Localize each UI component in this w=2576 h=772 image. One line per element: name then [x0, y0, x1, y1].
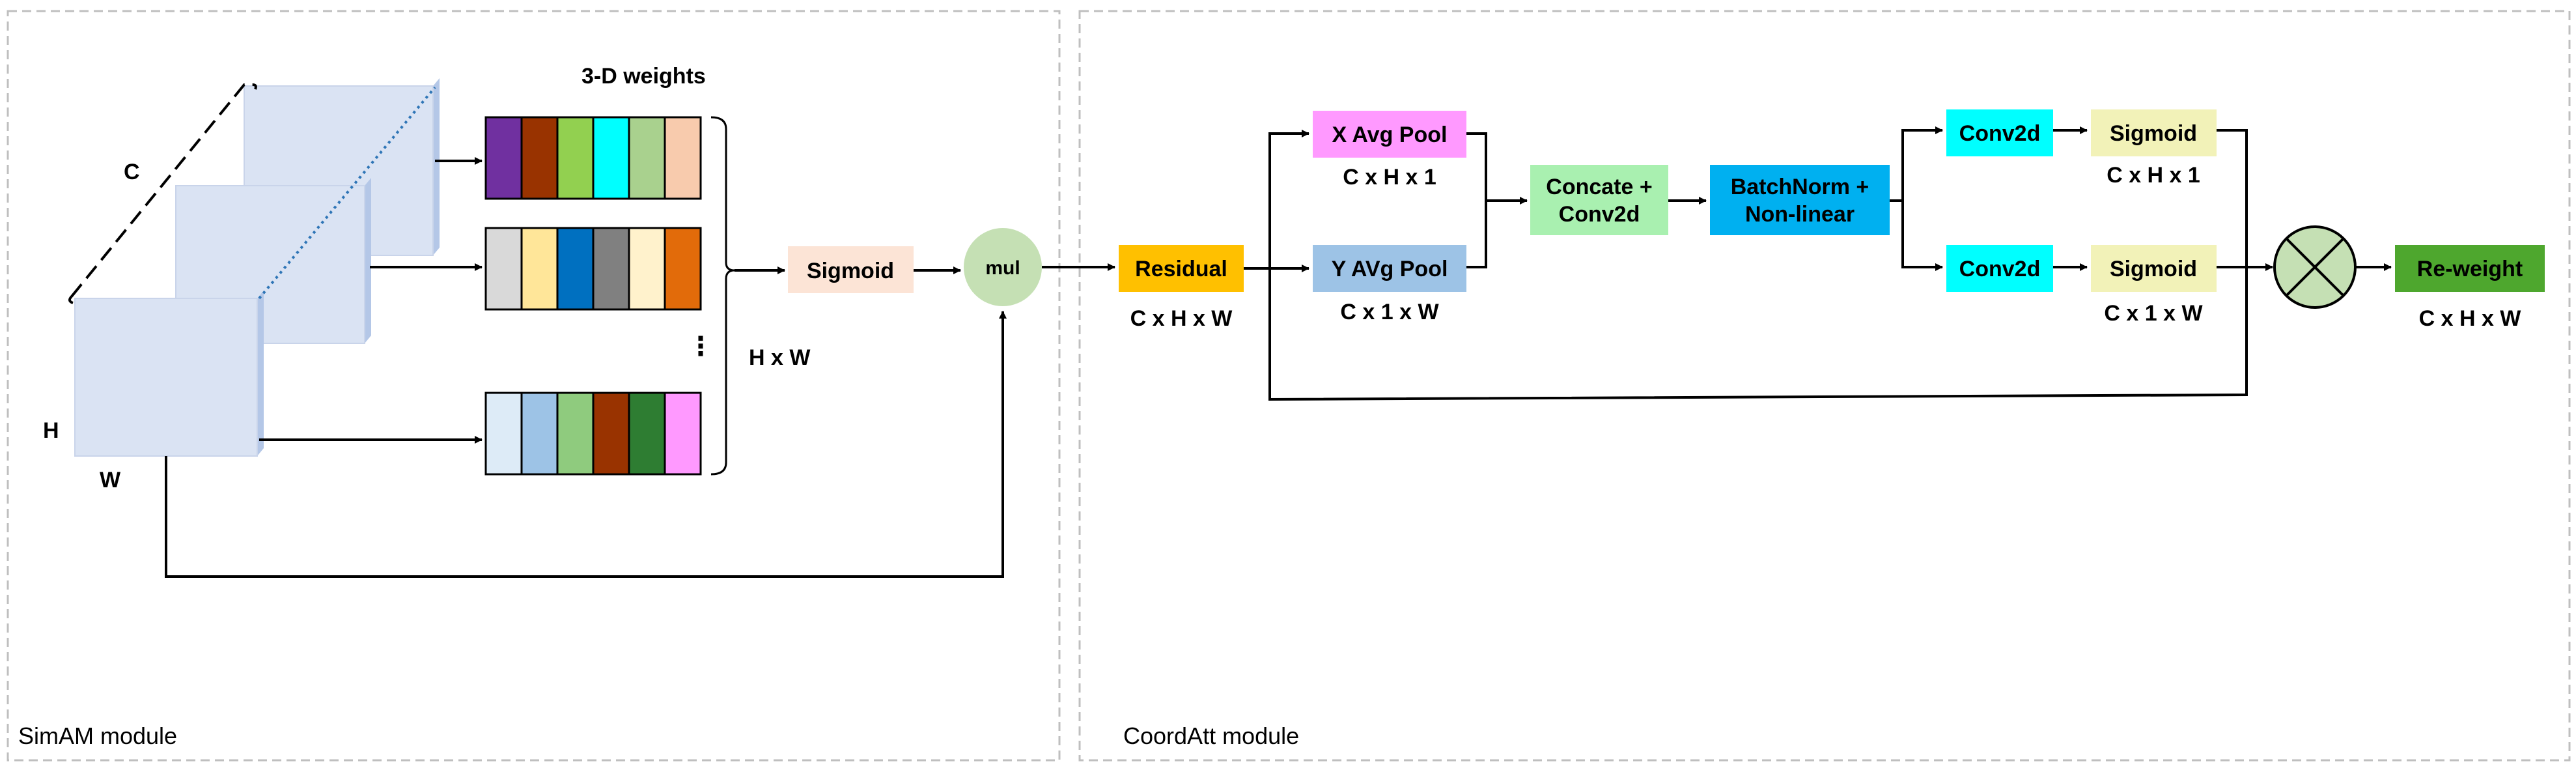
y-pool-box [1313, 245, 1466, 292]
sigmoid-top-box [2091, 109, 2217, 156]
simam-sigmoid-label: Sigmoid [807, 259, 894, 283]
batchnorm-label-line1: BatchNorm + [1731, 175, 1869, 199]
multiply-node [2273, 225, 2357, 309]
simam-skip-connection [165, 311, 1007, 578]
weight-cell [556, 116, 595, 200]
weight-cell [484, 116, 523, 200]
x-pool-dim: C x H x 1 [1343, 165, 1436, 190]
hw-label: H x W [749, 345, 811, 370]
weight-cell [592, 392, 630, 476]
weight-cell [628, 116, 666, 200]
conv-top-box [1946, 109, 2053, 156]
x-pool-box [1313, 111, 1466, 158]
weight-cell [520, 116, 559, 200]
concat-conv-box [1530, 165, 1668, 235]
weight-cell [592, 116, 630, 200]
to-conv-bottom-arrow [1901, 201, 1943, 271]
feature-map-cube [68, 78, 440, 457]
dim-w-label: W [100, 468, 121, 493]
weights-title: 3-D weights [581, 64, 706, 89]
weight-cell [628, 392, 666, 476]
concat-label-line1: Concate + [1546, 175, 1652, 199]
sigmoid-bottom-dim: C x 1 x W [2104, 301, 2203, 326]
to-x-pool-arrow [1268, 130, 1309, 268]
sigmoid-bottom-label: Sigmoid [2110, 257, 2197, 281]
conv-top-label: Conv2d [1959, 121, 2041, 146]
weight-cell [520, 227, 559, 311]
sigmoid-top-dim: C x H x 1 [2107, 163, 2200, 188]
concat-label-line2: Conv2d [1559, 202, 1640, 227]
dim-h-label: H [43, 418, 59, 443]
reweight-box [2395, 245, 2545, 292]
sigmoid-bottom-box [2091, 245, 2217, 292]
coordatt-module-label: CoordAtt module [1123, 722, 1299, 749]
weight-cell [664, 227, 702, 311]
simam-module-label: SimAM module [18, 722, 177, 749]
simam-panel [7, 10, 1061, 762]
sigmoid-top-label: Sigmoid [2110, 121, 2197, 146]
weight-cell [556, 227, 595, 311]
weight-cell [664, 116, 702, 200]
weights-ellipsis: ⋮ [688, 332, 714, 361]
coordatt-skip-connection [1268, 268, 2248, 401]
coordatt-panel [1078, 10, 2571, 762]
weight-cell [592, 227, 630, 311]
weight-cell [520, 392, 559, 476]
to-conv-top-arrow [1901, 126, 1943, 201]
weights-row [484, 116, 702, 200]
weights-row [484, 227, 702, 311]
simam-sigmoid-box [788, 246, 914, 293]
conv-bottom-label: Conv2d [1959, 257, 2041, 281]
x-pool-label: X Avg Pool [1332, 122, 1448, 147]
sigmoid-top-to-multiply-line [2217, 129, 2248, 268]
batchnorm-label-line2: Non-linear [1745, 202, 1855, 227]
weight-cell [484, 392, 523, 476]
weight-cell [484, 227, 523, 311]
mul-node [964, 228, 1042, 306]
weights-brace [710, 116, 735, 476]
reweight-dim: C x H x W [2419, 306, 2522, 331]
weight-cell [628, 227, 666, 311]
mul-label: mul [985, 257, 1020, 279]
y-pool-to-concat-line [1466, 201, 1487, 268]
x-pool-to-concat-line [1466, 132, 1487, 267]
conv-bottom-box [1946, 245, 2053, 292]
y-pool-dim: C x 1 x W [1340, 300, 1439, 324]
weight-cell [664, 392, 702, 476]
residual-dim: C x H x W [1130, 306, 1233, 331]
batchnorm-box [1710, 165, 1890, 235]
weights-row [484, 392, 702, 476]
residual-box [1119, 245, 1244, 292]
y-pool-label: Y AVg Pool [1332, 257, 1448, 281]
reweight-label: Re-weight [2417, 257, 2523, 281]
weight-cell [556, 392, 595, 476]
residual-label: Residual [1135, 257, 1227, 281]
dim-c-label: C [124, 160, 140, 184]
